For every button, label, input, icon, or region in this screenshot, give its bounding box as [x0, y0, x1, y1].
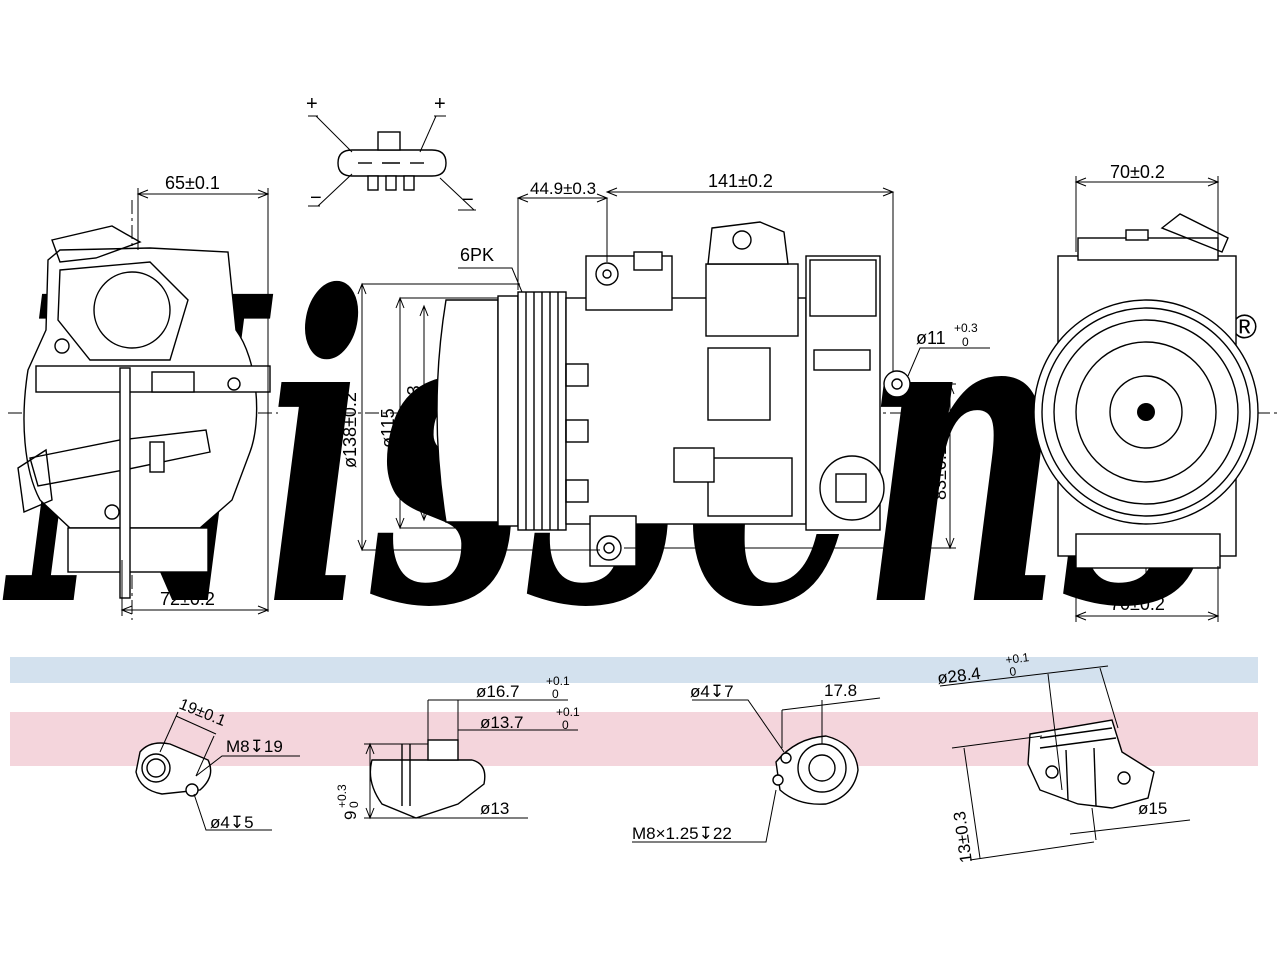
connector-minus-right: − — [462, 189, 474, 211]
detail2-dia1-tol: +0.1 — [546, 674, 570, 688]
detail4-dia-tol-low: 0 — [1009, 664, 1018, 679]
detail3-hole: ø4↧7 — [690, 682, 734, 701]
connector-plus-right: + — [434, 93, 446, 115]
connector-latch — [377, 131, 401, 151]
detail-1: 19±0.1 M8↧19 ø4↧5 — [135, 696, 300, 832]
clutch-hub — [497, 295, 519, 527]
side-view: 65±0.1 72±0.2 — [8, 173, 278, 620]
detail-2: ø16.7 +0.1 0 ø13.7 +0.1 0 9 +0.3 0 ø13 — [335, 674, 580, 820]
connector-pin-c — [403, 175, 415, 191]
detail2-dia2-tol-low: 0 — [562, 718, 569, 732]
side-dim-top: 65±0.1 — [165, 173, 220, 193]
band-blue — [10, 657, 1258, 683]
main-dim-44: 44.9±0.3 — [530, 179, 596, 198]
detail2-depth-tol: +0.3 — [335, 784, 349, 808]
main-dia-138: ø138±0.2 — [340, 392, 360, 468]
detail2-dia3: ø13 — [480, 799, 509, 818]
main-dia-11-tol-upper: +0.3 — [954, 321, 978, 335]
detail3-thread: M8×1.25↧22 — [632, 824, 732, 843]
detail3-dim: 17.8 — [824, 681, 857, 700]
clutch-front — [436, 299, 499, 523]
detail1-bore — [141, 753, 171, 783]
detail2-dia1-tol-low: 0 — [552, 687, 559, 701]
detail4-dia-tol: +0.1 — [1005, 650, 1031, 667]
main-dia-110: ø110±0.3 — [404, 385, 424, 460]
front-view: 70±0.2 70±0.2 — [1006, 162, 1280, 622]
connector-pin-b — [385, 175, 397, 191]
belt-label: 6PK — [460, 245, 494, 265]
main-dim-83: 83±0.1 — [930, 445, 950, 500]
suction-port — [705, 263, 799, 337]
detail2-dia2-tol: +0.1 — [556, 705, 580, 719]
detail3-bore — [797, 743, 847, 793]
detail2-dia2: ø13.7 — [480, 713, 523, 732]
connector-minus-left: − — [310, 187, 322, 209]
detail2-depth: 9 — [341, 811, 360, 820]
detail1-thread: M8↧19 — [226, 737, 283, 756]
mount-hole-right — [883, 370, 911, 398]
mount-hole-top — [595, 262, 619, 286]
detail-3: ø4↧7 17.8 M8×1.25↧22 — [632, 681, 881, 843]
front-dim-top: 70±0.2 — [1110, 162, 1165, 182]
main-dia-11: ø11 — [916, 328, 946, 348]
detail1-hole: ø4↧5 — [210, 813, 254, 832]
front-dim-bottom: 70±0.2 — [1110, 594, 1165, 614]
main-dim-141: 141±0.2 — [708, 171, 773, 191]
connector-plus-left: + — [306, 93, 318, 115]
detail4-dim: 13±0.3 — [950, 810, 976, 864]
connector-view: + + − − — [306, 93, 476, 211]
detail2-depth-tol-low: 0 — [347, 801, 361, 808]
main-dia-115: ø115 — [378, 408, 398, 448]
detail-4: ø28.4 +0.1 0 13±0.3 ø15 — [936, 650, 1191, 864]
front-hub — [1137, 403, 1155, 421]
detail2-port — [427, 739, 459, 761]
main-view: ø138±0.2 ø115 ø110±0.3 44.9±0.3 141±0.2 … — [340, 171, 990, 567]
connector-pin-a — [367, 175, 379, 191]
side-dim-bottom: 72±0.2 — [160, 589, 215, 609]
detail2-dia1: ø16.7 — [476, 682, 519, 701]
main-dia-11-tol-lower: 0 — [962, 335, 969, 349]
detail4-dia2: ø15 — [1138, 799, 1167, 818]
